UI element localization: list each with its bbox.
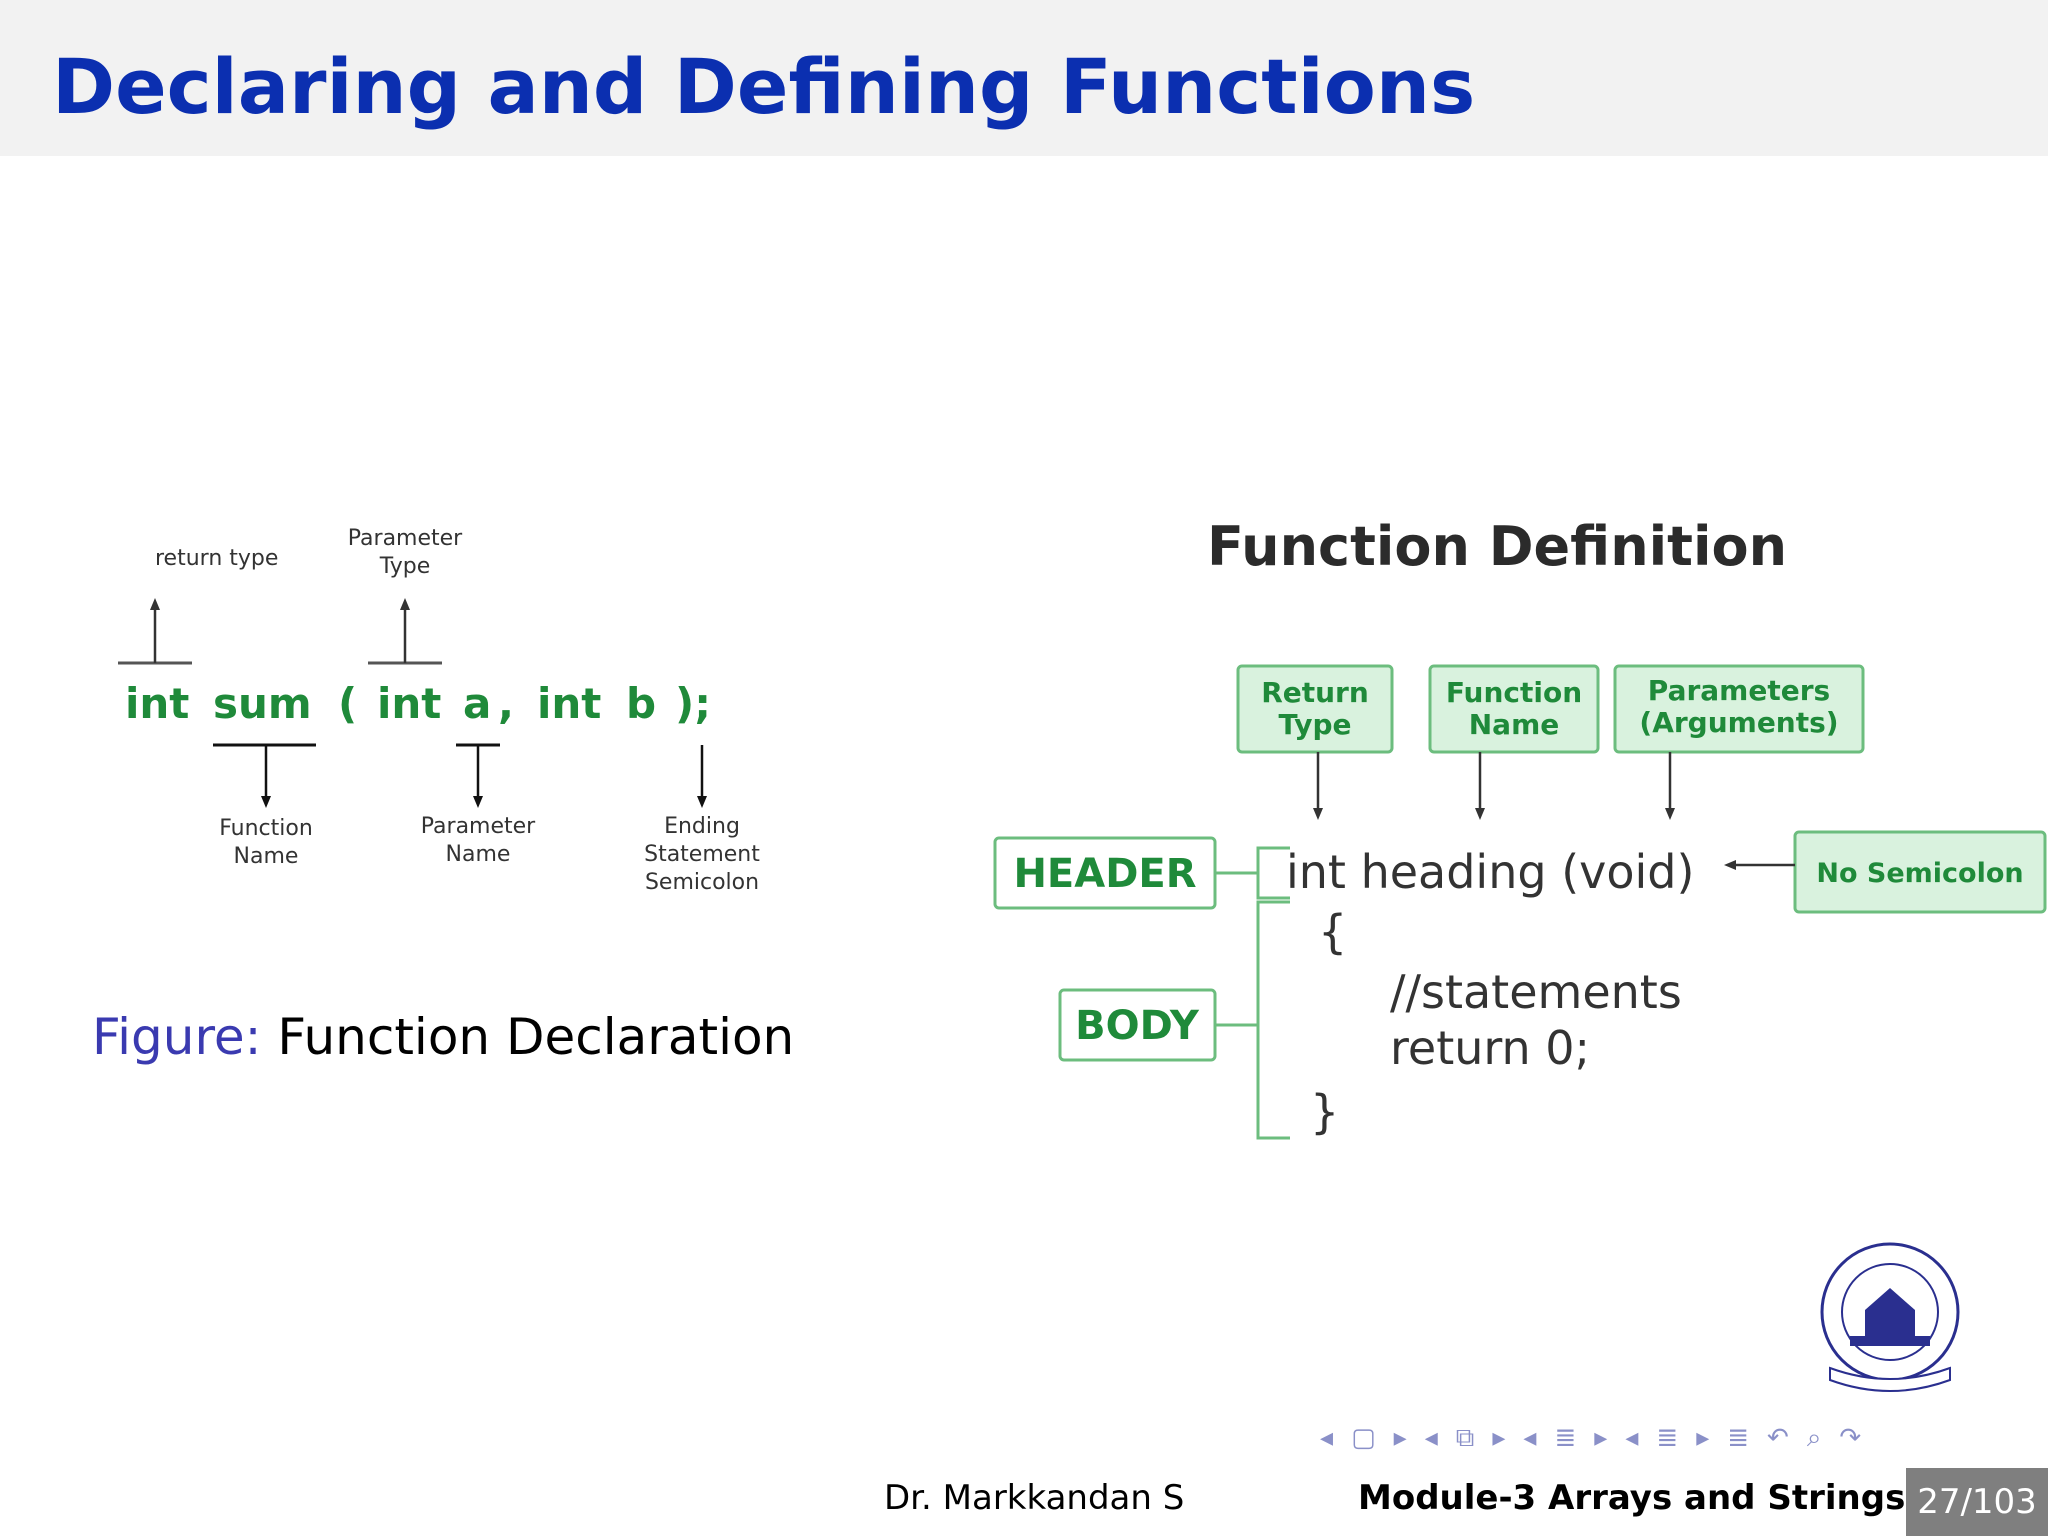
no-semicolon-box	[1793, 830, 2047, 914]
box-label: Name	[1469, 708, 1560, 741]
nav-next-subsection-icon[interactable]: ▸	[1492, 1423, 1506, 1453]
code-token: ,	[498, 679, 514, 728]
function-declaration-figure: return type Parameter Type int sum ( int…	[80, 520, 780, 900]
nav-prev-section-icon[interactable]: ◂	[1523, 1423, 1537, 1453]
caption-text: Function Declaration	[277, 1008, 795, 1066]
label-return-type: return type	[155, 546, 278, 571]
nav-next-part-icon[interactable]: ▸	[1696, 1423, 1710, 1453]
definition-open-brace: {	[1318, 905, 1347, 959]
definition-heading: Function Definition	[1207, 520, 1787, 578]
nav-next-frame-icon[interactable]: ▸	[1393, 1423, 1407, 1453]
code-token: (	[338, 679, 357, 728]
label-parameter-name-2: Name	[446, 842, 511, 867]
code-token: );	[675, 679, 711, 728]
nav-section-icon[interactable]: ≣	[1554, 1423, 1577, 1453]
parameters-box	[1613, 664, 1865, 754]
caption-label: Figure:	[92, 1008, 262, 1066]
code-token: a	[463, 679, 491, 728]
footer: Dr. Markkandan S Module-3 Arrays and Str…	[0, 1468, 2048, 1536]
box-label: (Arguments)	[1639, 706, 1838, 739]
box-label: HEADER	[1013, 851, 1196, 897]
return-type-box	[1236, 664, 1394, 754]
label-parameter-name-1: Parameter	[421, 814, 536, 839]
label-ending-3: Semicolon	[645, 870, 759, 895]
institute-logo	[1810, 1240, 1970, 1400]
nav-back-icon[interactable]: ↶	[1767, 1423, 1789, 1453]
footer-module: Module-3 Arrays and Strings	[1358, 1478, 1906, 1518]
box-label: Return	[1261, 676, 1369, 709]
nav-prev-subsection-icon[interactable]: ◂	[1424, 1423, 1438, 1453]
nav-frame-icon[interactable]: ▢	[1351, 1423, 1376, 1453]
nav-search-icon[interactable]: ⌕	[1806, 1422, 1822, 1453]
nav-prev-part-icon[interactable]: ◂	[1625, 1423, 1639, 1453]
definition-statements: //statements	[1390, 965, 1682, 1019]
box-label: BODY	[1075, 1003, 1200, 1049]
footer-author: Dr. Markkandan S	[884, 1478, 1185, 1518]
nav-document-icon[interactable]: ≣	[1727, 1423, 1750, 1453]
box-label: Type	[1278, 708, 1351, 741]
box-label: Function	[1446, 676, 1582, 709]
label-ending-1: Ending	[664, 814, 740, 839]
nav-part-icon[interactable]: ≣	[1656, 1423, 1679, 1453]
label-parameter-type-2: Type	[379, 554, 431, 579]
code-token: int	[537, 679, 601, 728]
code-token: sum	[213, 679, 312, 728]
label-parameter-type-1: Parameter	[348, 526, 463, 551]
beamer-navigation: ◂ ▢ ▸ ◂ ⧉ ▸ ◂ ≣ ▸ ◂ ≣ ▸ ≣ ↶ ⌕ ↷	[1320, 1420, 2040, 1456]
page-number: 27/103	[1906, 1468, 2048, 1536]
box-label: No Semicolon	[1816, 858, 2023, 889]
label-function-name-1: Function	[219, 816, 313, 841]
figure-caption: Figure: Function Declaration	[92, 1008, 794, 1066]
nav-prev-frame-icon[interactable]: ◂	[1320, 1423, 1334, 1453]
nav-next-section-icon[interactable]: ▸	[1594, 1423, 1608, 1453]
code-token: int	[125, 679, 189, 728]
function-name-box	[1428, 664, 1600, 754]
title-bar: Declaring and Defining Functions	[0, 0, 2048, 156]
function-definition-figure: Function Definition Return Type Function…	[980, 515, 2048, 1160]
definition-close-brace: }	[1310, 1085, 1339, 1139]
code-token: b	[626, 679, 656, 728]
slide-title: Declaring and Defining Functions	[52, 42, 1476, 131]
nav-forward-icon[interactable]: ↷	[1839, 1423, 1862, 1453]
definition-signature: int heading (void)	[1286, 845, 1694, 899]
label-ending-2: Statement	[644, 842, 760, 867]
definition-return: return 0;	[1390, 1021, 1590, 1075]
code-token: int	[377, 679, 441, 728]
box-label: Parameters	[1648, 674, 1830, 707]
label-function-name-2: Name	[234, 844, 299, 869]
nav-subsection-icon[interactable]: ⧉	[1455, 1422, 1475, 1453]
